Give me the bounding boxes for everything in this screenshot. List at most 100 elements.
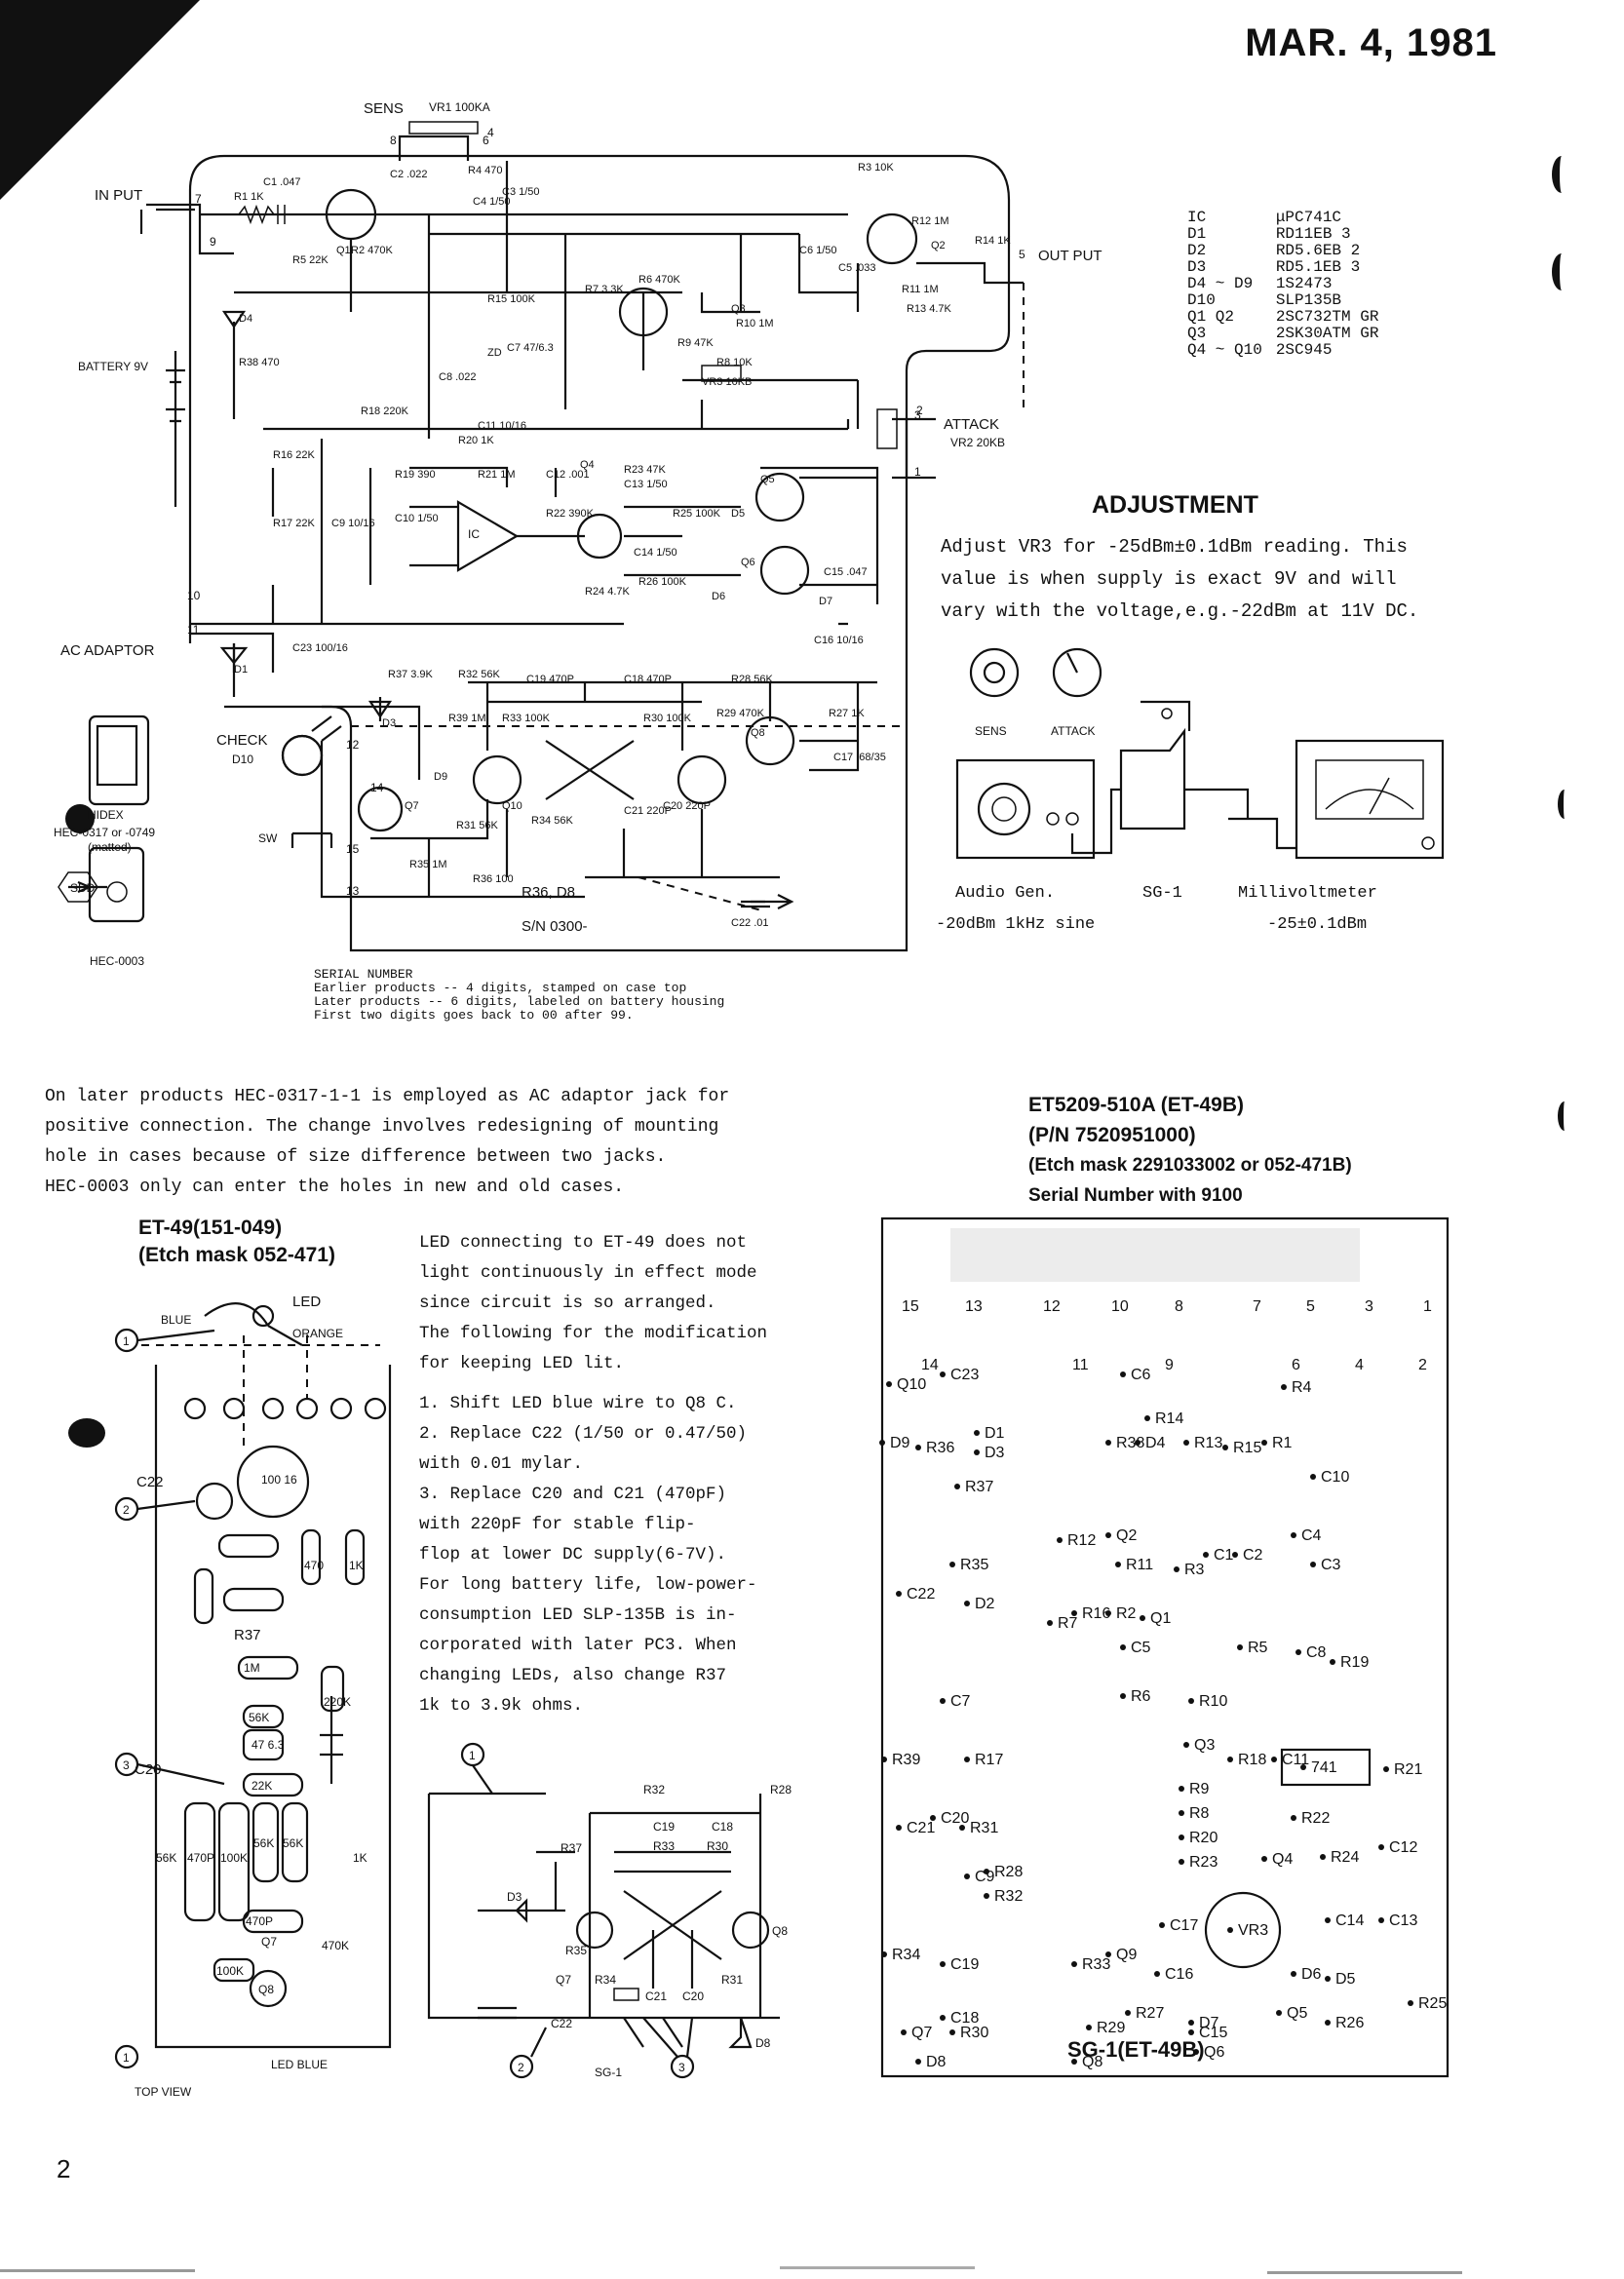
et49-val: 100 16 <box>261 1473 297 1487</box>
board-pad <box>1378 1917 1384 1923</box>
board-pad <box>940 1698 946 1704</box>
board-pin-number: 15 <box>902 1298 919 1315</box>
audio-generator-icon <box>955 758 1096 860</box>
component-label: R35 1M <box>409 859 447 870</box>
board-part-label: C14 <box>1335 1912 1364 1929</box>
board-pad <box>1261 1856 1267 1862</box>
pin-number: 5 <box>1019 248 1025 261</box>
board-pad <box>881 1951 887 1957</box>
board-pad <box>881 1757 887 1762</box>
board-pad <box>1120 1644 1126 1650</box>
sg1-pedal-icon <box>1119 700 1191 830</box>
board-pad <box>940 1371 946 1377</box>
sdd-logo: SDD <box>70 881 96 895</box>
component-label: D7 <box>819 596 832 607</box>
pin-number: 9 <box>210 235 216 249</box>
board-pad <box>1057 1537 1063 1543</box>
board-part-label: D5 <box>1335 1971 1356 1988</box>
et49-val: 1K <box>349 1559 364 1572</box>
et49-val: 470P <box>187 1851 214 1865</box>
board-part-label: C6 <box>1131 1367 1151 1383</box>
board-part-label: Q3 <box>1194 1737 1215 1754</box>
board-part-label: R26 <box>1335 2015 1364 2031</box>
board-part-label: C11 <box>1282 1752 1309 1768</box>
punch-hole-mark <box>1552 156 1571 193</box>
equipment-sg1: SG-1 <box>1142 884 1182 903</box>
adjustment-line: Adjust VR3 for -25dBm±0.1dBm reading. Th… <box>941 536 1408 558</box>
board-pad <box>1105 1951 1111 1957</box>
board-part-label: R12 <box>1067 1532 1096 1549</box>
board-pad <box>949 1562 955 1567</box>
sg1-detail-schematic: 2 3 1 R32 C19 C18 R28 R33 R30 R37 D3 R35… <box>427 1742 792 2079</box>
board-pad <box>1271 1757 1277 1762</box>
component-label: C15 .047 <box>824 566 868 578</box>
orange-wire-label: ORANGE <box>292 1327 343 1340</box>
board-part-label: R6 <box>1131 1688 1151 1705</box>
board-pad <box>1179 1859 1184 1865</box>
board-pad <box>1071 1610 1077 1616</box>
serial-note: SERIAL NUMBER Earlier products -- 4 digi… <box>314 968 724 1023</box>
mod-step-line: 2. Replace C22 (1/50 or 0.47/50) <box>419 1424 748 1444</box>
et49-board-diagram: LED BLUE ORANGE 100 16 470 1K 1M 56K 47 … <box>114 1294 392 2099</box>
board-part-label: C23 <box>950 1367 979 1383</box>
board-pad <box>1193 2049 1199 2055</box>
vr2-label: VR2 20KB <box>950 436 1005 449</box>
board-pad <box>1179 1835 1184 1840</box>
board-part-label: VR3 <box>1238 1922 1268 1939</box>
et49-val: 22K <box>251 1779 272 1793</box>
component-label: C5 .033 <box>838 262 876 274</box>
board-part-label: D3 <box>985 1445 1005 1461</box>
board-pin-number: 13 <box>965 1298 983 1315</box>
component-label: R6 470K <box>638 274 680 286</box>
board-pin-number: 12 <box>1043 1298 1061 1315</box>
part-number: 2SC732TM GR <box>1275 308 1379 326</box>
board-pad <box>1179 1786 1184 1792</box>
board-pin-number: 3 <box>1365 1298 1373 1315</box>
component-label: R37 3.9K <box>388 669 434 680</box>
mod-intro-line: The following for the modification <box>419 1324 768 1343</box>
component-label: C20 220P <box>663 800 711 812</box>
board-part-label: R7 <box>1058 1615 1078 1632</box>
board-pad <box>1135 1440 1141 1446</box>
board-pad <box>1105 1440 1111 1446</box>
board-part-label: R37 <box>965 1479 993 1495</box>
component-label: R10 1M <box>736 318 774 329</box>
battery-note-line: changing LEDs, also change R37 <box>419 1666 727 1685</box>
board-pad <box>1291 1815 1296 1821</box>
sg1-detail-label: R34 <box>595 1973 616 1987</box>
pin-number: 11 <box>187 623 200 637</box>
ic-label: IC <box>468 527 480 541</box>
ac-adaptor-label: AC ADAPTOR <box>60 642 155 659</box>
battery-note-line: For long battery life, low-power- <box>419 1575 757 1595</box>
sg1-detail-label: R33 <box>653 1839 675 1853</box>
component-label: C6 1/50 <box>799 245 837 256</box>
et49-val: 47 6.3 <box>251 1738 285 1752</box>
component-label: C19 470P <box>526 674 574 685</box>
component-label: R29 470K <box>716 708 765 719</box>
adjustment-line: value is when supply is exact 9V and wil… <box>941 568 1397 590</box>
board-pad <box>984 1869 989 1874</box>
hidex-label: HIDEX <box>88 808 124 822</box>
board-part-label: R15 <box>1233 1440 1261 1456</box>
adaptor-jack-note: On later products HEC-0317-1-1 is employ… <box>45 1082 729 1203</box>
board-part-label: C9 <box>975 1869 995 1885</box>
board-part-label: R1 <box>1272 1435 1293 1451</box>
board-pad <box>1408 2000 1413 2006</box>
board-pad <box>1237 1644 1243 1650</box>
part-number: RD5.1EB 3 <box>1275 258 1361 276</box>
board-pin-number: 14 <box>921 1357 939 1373</box>
part-ref: D4 ~ D9 <box>1187 275 1254 292</box>
hec-0317-label: HEC-0317 or -0749 <box>54 826 155 839</box>
et49-val: 1K <box>353 1851 367 1865</box>
sens-knob-icon <box>969 647 1020 698</box>
sg1-detail-label: R32 <box>643 1783 665 1796</box>
board-part-label: R33 <box>1082 1956 1110 1973</box>
et5209-title-line: (P/N 7520951000) <box>1028 1124 1196 1146</box>
component-label: C14 1/50 <box>634 547 677 559</box>
et49-c22-label: C22 <box>136 1474 164 1490</box>
board-part-label: C3 <box>1321 1557 1341 1573</box>
